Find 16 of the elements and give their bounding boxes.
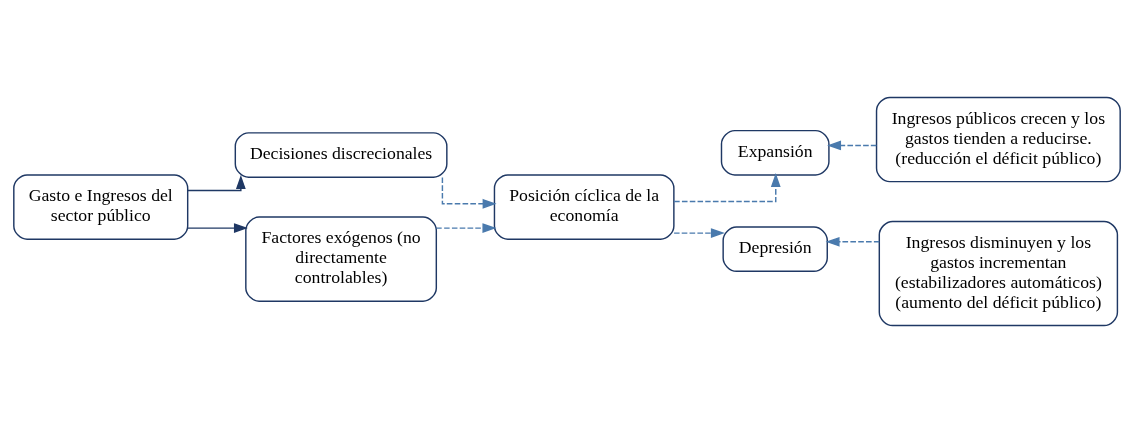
- arrow: [825, 236, 880, 247]
- node-box: Ingresos disminuyen y los gastos incrementan (estabilizadores automáticos) (aumento del déficit público): [878, 220, 1119, 327]
- arrow: [673, 173, 781, 203]
- arrow: [827, 140, 878, 151]
- node-box: Factores exógenos (no directamente controlables): [245, 216, 438, 302]
- arrow: [673, 228, 725, 238]
- node-box: Decisiones discrecionales: [234, 132, 448, 178]
- arrow: [187, 223, 248, 233]
- node-box: Depresión: [722, 226, 828, 273]
- arrow: [441, 176, 497, 209]
- arrow: [187, 175, 246, 192]
- arrow: [435, 223, 497, 233]
- node-box: Posición cíclica de la economía: [493, 174, 675, 240]
- node-box: Ingresos públicos crecen y los gastos tienden a reducirse. (reducción el déficit público): [875, 96, 1121, 183]
- node-box: Gasto e Ingresos del sector público: [13, 174, 189, 240]
- node-box: Expansión: [720, 129, 830, 176]
